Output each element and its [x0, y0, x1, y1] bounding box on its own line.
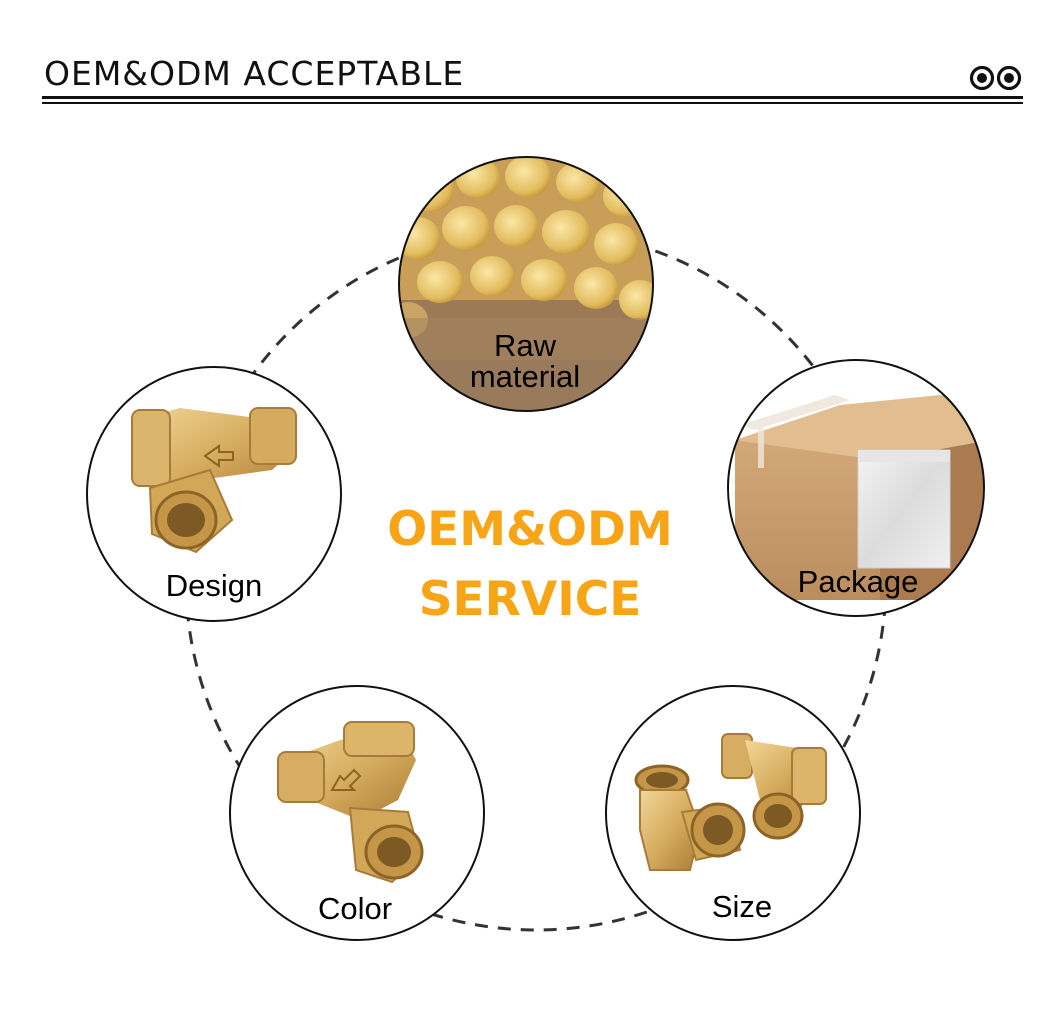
center-headline-line-2: SERVICE	[418, 572, 642, 627]
size-label: Size	[711, 889, 773, 924]
cardboard-box-and-poly-bag-photo	[735, 390, 984, 600]
brass-y-strainer-photo-color	[277, 721, 424, 884]
package-circle[interactable]	[727, 359, 990, 617]
package-label: Package	[797, 564, 919, 599]
two-brass-y-strainers-photo	[634, 733, 827, 871]
color-label: Color	[317, 891, 393, 926]
raw-material-label-line-1: Raw	[493, 328, 556, 363]
double-circle-icon	[969, 65, 1022, 91]
center-headline-line-1: OEM&ODM	[387, 502, 673, 557]
size-circle[interactable]	[605, 685, 861, 941]
raw-material-label: Raw material	[445, 330, 605, 392]
header-divider-secondary	[42, 102, 1023, 104]
raw-material-label-line-2: material	[469, 359, 581, 394]
design-circle[interactable]	[86, 366, 342, 622]
brass-y-strainer-photo	[131, 407, 297, 554]
design-label: Design	[165, 568, 263, 603]
page-title: OEM&ODM ACCEPTABLE	[44, 54, 465, 93]
header-divider	[42, 96, 1023, 99]
color-circle[interactable]	[229, 685, 485, 941]
